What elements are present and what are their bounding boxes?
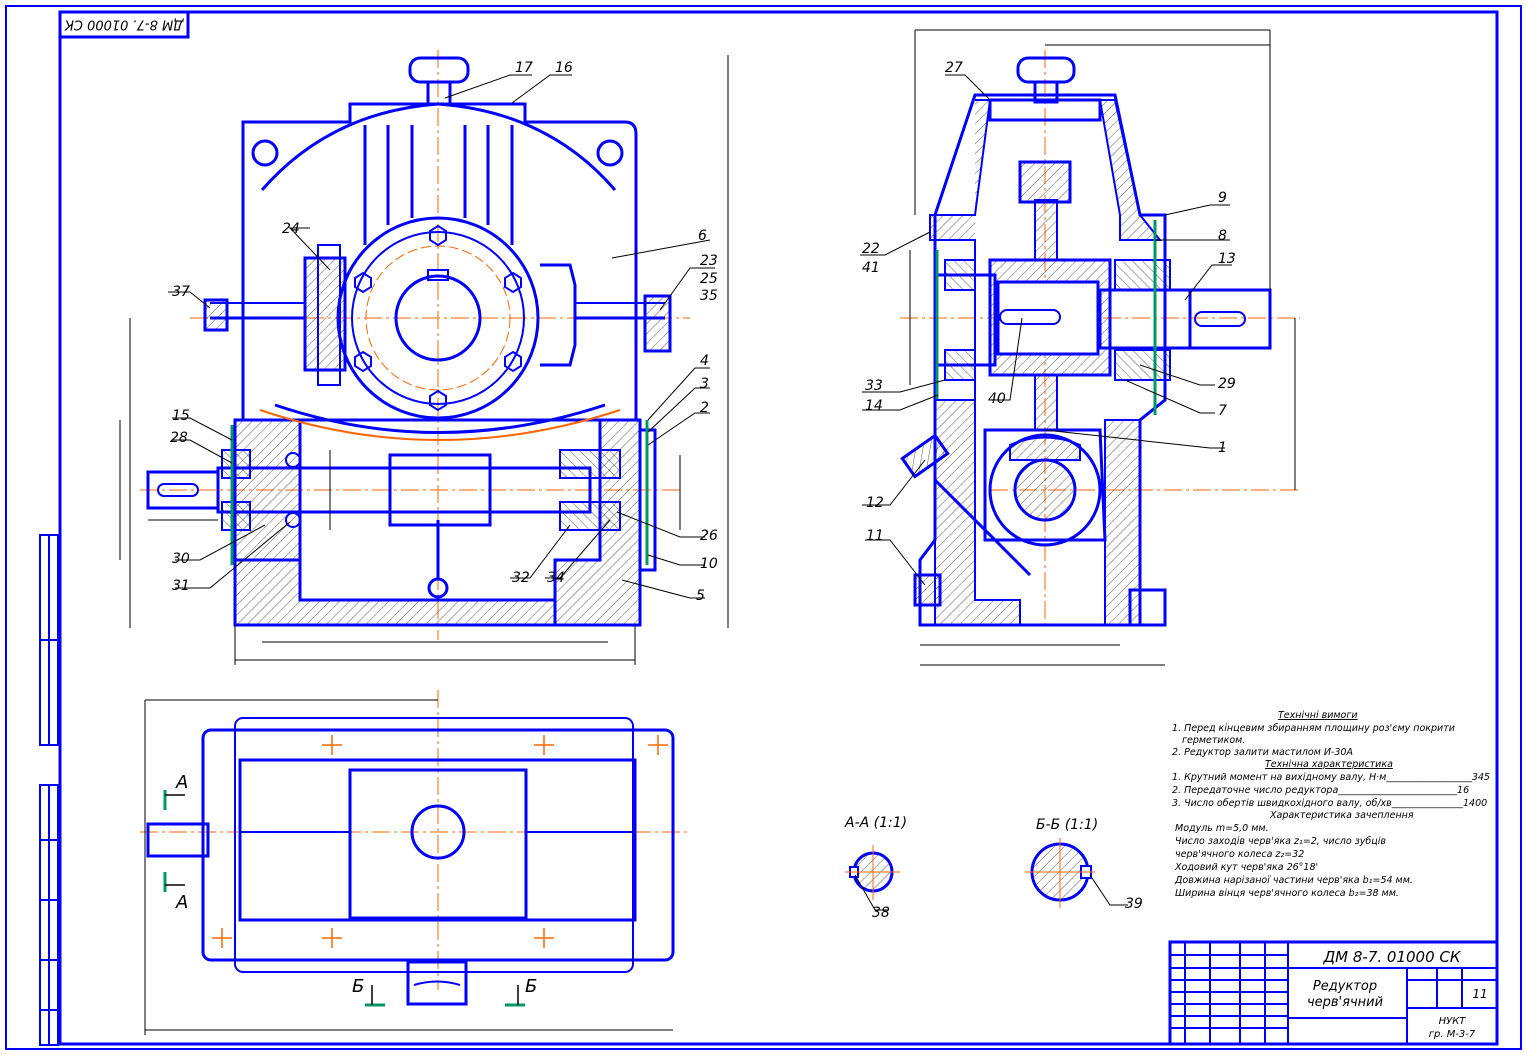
corner-stamp-code: ДМ 8-7. 01000 СК bbox=[64, 17, 185, 32]
mesh-line-3: черв'ячного колеса z₂=32 bbox=[1175, 849, 1304, 860]
section-bb-label: Б-Б (1:1) bbox=[1036, 817, 1098, 833]
section-mark-a-upper: А bbox=[175, 772, 188, 793]
tech-char-line-3: 3. Число обертів швидкохідного валу, об/… bbox=[1172, 798, 1487, 809]
part-32: 32 bbox=[512, 570, 530, 586]
mesh-line-5: Довжина нарізаної частини черв'яка b₁=54… bbox=[1174, 875, 1413, 886]
tech-req-line-3: 2. Редуктор залити мастилом И-30А bbox=[1172, 747, 1353, 758]
part-38: 38 bbox=[872, 905, 890, 921]
top-view: А А Б Б bbox=[140, 690, 690, 1035]
part-41: 41 bbox=[862, 260, 880, 276]
part-10: 10 bbox=[700, 556, 718, 572]
part-30: 30 bbox=[172, 551, 190, 567]
mesh-line-4: Ходовий кут черв'яка 26°18' bbox=[1174, 862, 1318, 873]
part-31: 31 bbox=[172, 578, 190, 594]
part-25: 25 bbox=[700, 271, 718, 287]
section-mark-b-right: Б bbox=[525, 976, 537, 997]
section-aa-label: А-А (1:1) bbox=[844, 815, 907, 831]
part-28: 28 bbox=[170, 430, 188, 446]
mesh-line-1: Модуль m=5,0 мм. bbox=[1175, 823, 1269, 834]
section-mark-a-lower: А bbox=[175, 892, 188, 913]
corner-stamp: ДМ 8-7. 01000 СК bbox=[58, 10, 190, 39]
part-37: 37 bbox=[172, 284, 190, 300]
part-26: 26 bbox=[700, 528, 718, 544]
section-mark-b-left: Б bbox=[352, 976, 364, 997]
left-margin-table bbox=[39, 534, 59, 1046]
part-6: 6 bbox=[698, 228, 707, 244]
part-8: 8 bbox=[1218, 228, 1227, 244]
mesh-line-2: Число заходів черв'яка z₁=2, число зубці… bbox=[1175, 836, 1386, 847]
tech-char-line-2: 2. Передаточне число редуктора__________… bbox=[1172, 785, 1469, 796]
technical-notes: Технічні вимоги 1. Перед кінцевим збиран… bbox=[1172, 710, 1490, 899]
part-3: 3 bbox=[700, 376, 709, 392]
tech-req-line-1: 1. Перед кінцевим збиранням площину роз'… bbox=[1172, 723, 1455, 734]
part-27: 27 bbox=[945, 60, 963, 76]
part-1: 1 bbox=[1218, 440, 1227, 456]
front-view: 17 16 24 6 37 23 25 35 4 3 2 15 28 30 31… bbox=[119, 50, 729, 665]
title-name-line-1: Редуктор bbox=[1313, 979, 1377, 994]
mesh-line-6: Ширина вінця черв'ячного колеса b₂=38 мм… bbox=[1175, 888, 1399, 899]
part-15: 15 bbox=[172, 408, 190, 424]
part-4: 4 bbox=[700, 353, 709, 369]
title-org-line-2: гр. М-3-7 bbox=[1429, 1029, 1476, 1040]
part-12: 12 bbox=[866, 495, 884, 511]
mesh-title: Характеристика зачеплення bbox=[1269, 810, 1414, 821]
part-11: 11 bbox=[866, 528, 884, 544]
title-sheets-count: 11 bbox=[1472, 987, 1487, 1001]
title-designation: ДМ 8-7. 01000 СК bbox=[1322, 948, 1461, 966]
side-view: 27 9 8 22 41 13 33 14 40 29 7 1 12 11 bbox=[860, 29, 1300, 666]
outer-frame bbox=[5, 5, 1522, 1050]
part-7: 7 bbox=[1218, 403, 1227, 419]
title-block: ДМ 8-7. 01000 СК Редуктор черв'ячний 11 … bbox=[1168, 940, 1499, 1046]
part-13: 13 bbox=[1218, 251, 1236, 267]
inner-frame bbox=[58, 10, 1499, 1046]
part-35: 35 bbox=[700, 288, 718, 304]
part-5: 5 bbox=[696, 588, 705, 604]
part-34: 34 bbox=[547, 570, 565, 586]
part-24: 24 bbox=[282, 221, 300, 237]
part-40: 40 bbox=[988, 391, 1006, 407]
title-name-line-2: черв'ячний bbox=[1307, 995, 1383, 1010]
part-39: 39 bbox=[1125, 896, 1143, 912]
tech-req-title: Технічні вимоги bbox=[1278, 710, 1358, 721]
section-aa: А-А (1:1) 38 bbox=[844, 815, 907, 921]
part-14: 14 bbox=[865, 398, 883, 414]
part-23: 23 bbox=[700, 253, 718, 269]
part-9: 9 bbox=[1218, 190, 1227, 206]
title-org-line-1: НУКТ bbox=[1439, 1016, 1467, 1027]
part-2: 2 bbox=[700, 400, 709, 416]
tech-char-line-1: 1. Крутний момент на вихідному валу, Н·м… bbox=[1172, 772, 1490, 783]
tech-req-line-2: герметиком. bbox=[1182, 735, 1245, 746]
part-17: 17 bbox=[515, 60, 533, 76]
part-22: 22 bbox=[862, 241, 880, 257]
part-33: 33 bbox=[865, 378, 883, 394]
section-bb: Б-Б (1:1) 39 bbox=[1025, 817, 1143, 912]
part-16: 16 bbox=[555, 60, 573, 76]
tech-char-title: Технічна характеристика bbox=[1265, 759, 1393, 770]
part-29: 29 bbox=[1218, 376, 1236, 392]
